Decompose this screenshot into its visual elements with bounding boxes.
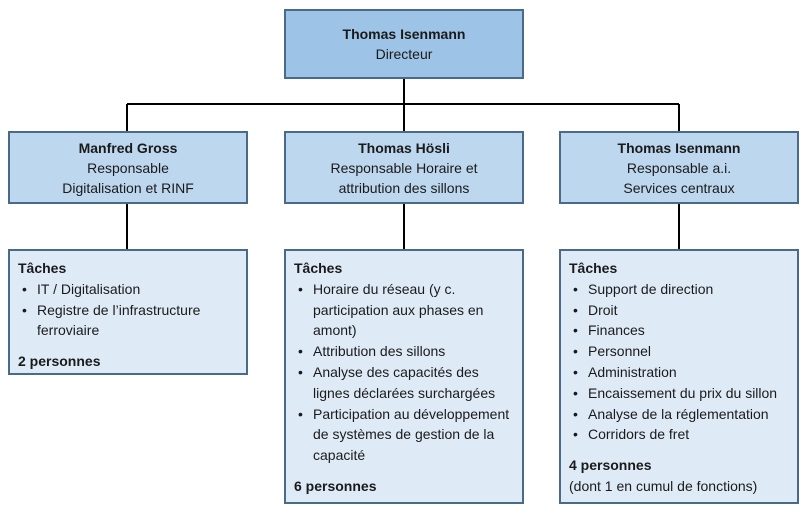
unit-horaire-tasks: Tâches Horaire du réseau (y c. participa… (284, 249, 524, 504)
unit-services-tasks: Tâches Support de direction Droit Financ… (559, 249, 799, 504)
task-item: Finances (569, 320, 789, 341)
staff-count: 2 personnes (18, 353, 101, 370)
staff-count: 4 personnes (569, 457, 652, 474)
task-list: IT / Digitalisation Registre de l’infras… (18, 279, 238, 341)
task-item: Participation au développement de systèm… (294, 404, 514, 466)
staff-note: (dont 1 en cumul de fonctions) (569, 477, 758, 494)
task-item: Registre de l’infrastructure ferroviaire (18, 300, 238, 342)
unit-services-box: Thomas Isenmann Responsable a.i. Service… (559, 131, 799, 204)
unit-horaire-box: Thomas Hösli Responsable Horaire et attr… (284, 131, 524, 204)
director-box: Thomas Isenmann Directeur (284, 9, 524, 79)
tasks-title: Tâches (18, 260, 67, 276)
unit-digitalisation-tasks: Tâches IT / Digitalisation Registre de l… (8, 249, 248, 375)
unit-head-role: Responsable (87, 159, 169, 176)
task-item: Corridors de fret (569, 424, 789, 445)
unit-head-role: Digitalisation et RINF (62, 179, 194, 196)
task-list: Horaire du réseau (y c. participation au… (294, 279, 514, 466)
task-item: Analyse de la réglementation (569, 404, 789, 425)
unit-head-role: Responsable a.i. (626, 159, 732, 176)
task-item: Administration (569, 362, 789, 383)
task-item: IT / Digitalisation (18, 279, 238, 300)
staff-count: 6 personnes (294, 477, 377, 494)
task-item: Encaissement du prix du sillon (569, 383, 789, 404)
tasks-title: Tâches (569, 260, 618, 276)
task-item: Personnel (569, 341, 789, 362)
unit-head-name: Thomas Hösli (358, 139, 450, 156)
unit-head-role: Services centraux (623, 179, 735, 196)
unit-head-name: Thomas Isenmann (617, 139, 741, 156)
unit-digitalisation-box: Manfred Gross Responsable Digitalisation… (8, 131, 248, 204)
task-item: Attribution des sillons (294, 341, 514, 362)
director-role: Directeur (375, 46, 433, 62)
unit-head-role: Responsable Horaire et (330, 159, 478, 176)
task-item: Support de direction (569, 279, 789, 300)
unit-head-role: attribution des sillons (338, 179, 470, 196)
task-item: Analyse des capacités des lignes déclaré… (294, 362, 514, 404)
task-list: Support de direction Droit Finances Pers… (569, 279, 789, 445)
unit-head-name: Manfred Gross (78, 139, 178, 156)
task-item: Horaire du réseau (y c. participation au… (294, 279, 514, 341)
tasks-title: Tâches (294, 260, 343, 276)
task-item: Droit (569, 300, 789, 321)
director-name: Thomas Isenmann (342, 26, 466, 42)
